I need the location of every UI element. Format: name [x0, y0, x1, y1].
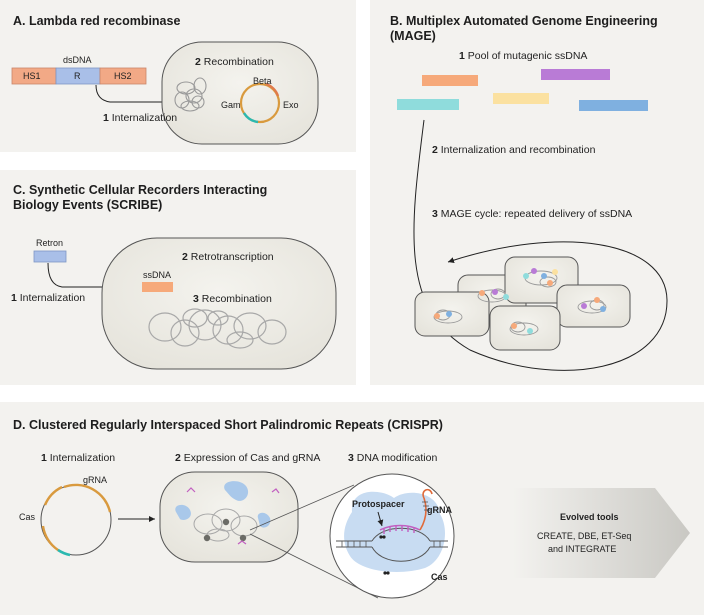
panel-a-dsdna-label: dsDNA — [63, 55, 92, 65]
panel-d-step3: 3 DNA modification — [348, 452, 437, 464]
panel-a-step1: 1 Internalization — [103, 112, 177, 124]
panel-d-step2-num: 2 — [175, 452, 181, 464]
panel-c-step3-num: 3 — [193, 293, 199, 305]
panel-d-scissors-icon — [379, 535, 390, 575]
panel-a-exo-label: Exo — [283, 100, 299, 110]
panel-a-arrow — [95, 84, 172, 105]
panel-c-step1-text: Internalization — [19, 292, 86, 304]
panel-c-title-line1: C. Synthetic Cellular Recorders Interact… — [13, 183, 268, 197]
panel-c-step3-text: Recombination — [201, 293, 272, 305]
panel-c-retron-bar — [33, 250, 67, 263]
panel-d-step1: 1 Internalization — [41, 452, 115, 464]
panel-b-step2-num: 2 — [432, 144, 438, 156]
panel-d-evolved-title: Evolved tools — [560, 512, 619, 522]
panel-d-step2: 2 Expression of Cas and gRNA — [175, 452, 320, 464]
panel-b-mage-cycle — [413, 119, 668, 371]
panel-b-step3: 3 MAGE cycle: repeated delivery of ssDNA — [432, 208, 632, 220]
panel-c-step1-num: 1 — [11, 292, 17, 304]
panel-a-step1-num: 1 — [103, 112, 109, 124]
panel-b-title: B. Multiplex Automated Genome Engineerin… — [390, 14, 658, 44]
panel-c-ssdna-label: ssDNA — [143, 270, 172, 280]
panel-b-step1-text: Pool of mutagenic ssDNA — [467, 50, 588, 62]
panel-d-base-ticks — [341, 541, 441, 547]
panel-a-step1-text: Internalization — [111, 112, 178, 124]
panel-a-step2-text: Recombination — [203, 56, 274, 68]
panel-b-cells — [414, 256, 631, 351]
panel-c-ssdna-bar — [142, 282, 173, 292]
panel-d-cas-label: Cas — [19, 512, 36, 522]
panel-d-grna-zoom-label: gRNA — [427, 505, 452, 515]
panel-a-step2: 2 Recombination — [195, 56, 274, 68]
panel-b-step3-text: MAGE cycle: repeated delivery of ssDNA — [440, 208, 633, 220]
panel-d-zoom-line-top — [249, 484, 355, 531]
panel-c-chromosome — [148, 308, 287, 349]
panel-d-protospacer-label: Protospacer — [352, 499, 405, 509]
panel-d-step1-text: Internalization — [49, 452, 116, 464]
panel-d-grna-label: gRNA — [83, 475, 108, 485]
panel-d-plasmid — [40, 483, 112, 557]
panel-a-gam-label: Gam — [221, 100, 241, 110]
panel-c-step1: 1 Internalization — [11, 292, 85, 304]
panel-a-cell — [161, 41, 319, 145]
panel-d-grna-small — [186, 487, 280, 545]
panel-d-step2-text: Expression of Cas and gRNA — [183, 452, 321, 464]
panel-c-retron-label: Retron — [36, 238, 64, 248]
panel-c-cell — [101, 237, 337, 370]
panel-d-step3-num: 3 — [348, 452, 354, 464]
panel-b-step1-num: 1 — [459, 50, 465, 62]
panel-b-step2: 2 Internalization and recombination — [432, 144, 595, 156]
panel-c-title: C. Synthetic Cellular Recorders Interact… — [13, 183, 267, 213]
panel-d-cell — [159, 471, 299, 563]
panel-c-step2: 2 Retrotranscription — [182, 251, 274, 263]
panel-c-arrow — [47, 262, 136, 290]
panel-d-evolved-line2: and INTEGRATE — [548, 544, 617, 554]
panel-d-cas-zoom — [344, 491, 445, 572]
panel-a-hs1-label: HS1 — [23, 71, 41, 81]
panel-d-cas-proteins — [175, 481, 271, 528]
panel-a-title: A. Lambda red recombinase — [13, 14, 181, 28]
panel-d-protospacer-strand — [379, 524, 421, 534]
panel-b-step1: 1 Pool of mutagenic ssDNA — [459, 50, 587, 62]
panel-a-r-label: R — [74, 71, 81, 81]
panel-d-title: D. Clustered Regularly Interspaced Short… — [13, 418, 443, 432]
panel-c-title-line2: Biology Events (SCRIBE) — [13, 198, 163, 212]
panel-d-evolved-line1: CREATE, DBE, ET-Seq — [537, 531, 632, 541]
panel-b-ssdna-pool — [397, 69, 648, 111]
panel-d-step1-num: 1 — [41, 452, 47, 464]
panel-b-title-line1: B. Multiplex Automated Genome Engineerin… — [390, 14, 658, 28]
panel-b-step3-num: 3 — [432, 208, 438, 220]
panel-b-title-line2: (MAGE) — [390, 29, 436, 43]
panel-d-protospacer-pointer — [377, 511, 384, 527]
panel-b-cell-contents — [433, 268, 607, 336]
panel-c-step2-num: 2 — [182, 251, 188, 263]
panel-d-step3-text: DNA modification — [356, 452, 438, 464]
panel-d-complexes — [203, 518, 247, 542]
panel-d-grna-hairpin — [419, 488, 433, 531]
panel-d-evolved-arrow — [513, 488, 690, 578]
panel-d-cas-zoom-label: Cas — [431, 572, 448, 582]
panel-a-plasmid — [239, 82, 281, 124]
panel-c-step2-text: Retrotranscription — [190, 251, 274, 263]
panel-b-step2-text: Internalization and recombination — [440, 144, 596, 156]
panel-a-beta-label: Beta — [253, 76, 272, 86]
panel-c-step3: 3 Recombination — [193, 293, 272, 305]
panel-a-chromosome — [174, 77, 207, 112]
panel-a-dsdna — [11, 67, 147, 85]
panel-a-hs2-label: HS2 — [114, 71, 132, 81]
panel-a-step2-num: 2 — [195, 56, 201, 68]
